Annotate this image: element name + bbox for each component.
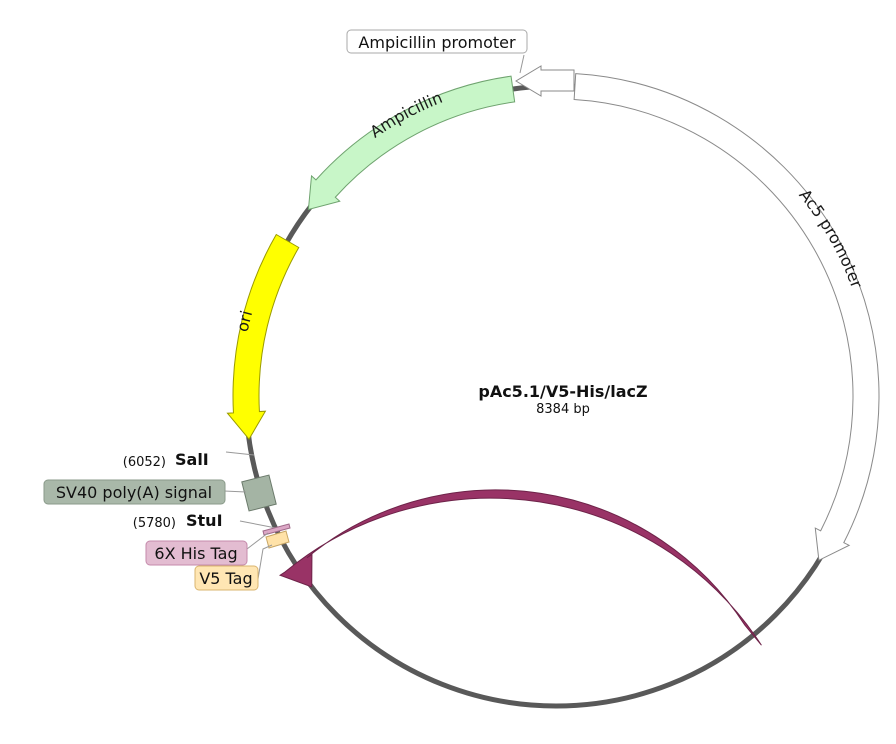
- sali-leader: [225, 451, 255, 456]
- sali-site[interactable]: (6052) SalI: [123, 450, 255, 470]
- sv40-label: SV40 poly(A) signal: [56, 483, 212, 502]
- amp-promoter-leader: [519, 54, 525, 74]
- sv40-leader: [223, 490, 247, 493]
- ampicillin-arrow: [307, 75, 516, 211]
- sv40-feature[interactable]: SV40 poly(A) signal: [43, 474, 277, 512]
- amp-promoter-callout[interactable]: Ampicillin promoter: [346, 29, 528, 74]
- his-tag-leader: [246, 532, 269, 550]
- v5-tag-callout-box: [194, 565, 259, 591]
- ori-feature[interactable]: ori: [226, 227, 300, 441]
- his-tag-shape: [262, 523, 291, 536]
- sv40-callout-box: [43, 479, 226, 505]
- stui-site[interactable]: (5780) StuI: [133, 511, 277, 531]
- v5-tag-label: V5 Tag: [199, 569, 252, 588]
- stui-leader: [239, 520, 277, 529]
- lacz-feature[interactable]: lacZ: [278, 489, 762, 704]
- his-tag-label: 6X His Tag: [154, 544, 237, 563]
- sali-name: SalI: [175, 450, 209, 469]
- plasmid-name: pAc5.1/V5-His/lacZ: [478, 382, 647, 401]
- stui-name: StuI: [186, 511, 223, 530]
- plasmid-length: 8384 bp: [536, 402, 590, 417]
- sali-position: (6052): [123, 455, 166, 470]
- stui-position: (5780): [133, 516, 176, 531]
- ac5-promoter-feature[interactable]: Ac5 promoter: [573, 73, 880, 562]
- v5-tag-feature[interactable]: V5 Tag: [194, 530, 290, 591]
- amp-promoter-box: [346, 29, 528, 54]
- sv40-box-shape: [241, 474, 277, 512]
- amp-promoter-arrow: [515, 65, 575, 97]
- his-tag-callout-box: [145, 540, 248, 566]
- v5-tag-shape: [265, 530, 290, 549]
- amp-promoter-label: Ampicillin promoter: [358, 33, 516, 52]
- amp-promoter-feature[interactable]: [515, 65, 575, 97]
- ac5-promoter-arrow: [573, 73, 880, 562]
- ampicillin-feature[interactable]: Ampicillin: [307, 75, 525, 211]
- lacz-arrow: [278, 489, 762, 646]
- ori-arrow: [226, 233, 300, 441]
- v5-tag-leader: [257, 544, 273, 580]
- his-tag-feature[interactable]: 6X His Tag: [145, 523, 291, 566]
- ori-label: ori: [233, 308, 256, 333]
- lacz-label: lacZ: [492, 680, 528, 704]
